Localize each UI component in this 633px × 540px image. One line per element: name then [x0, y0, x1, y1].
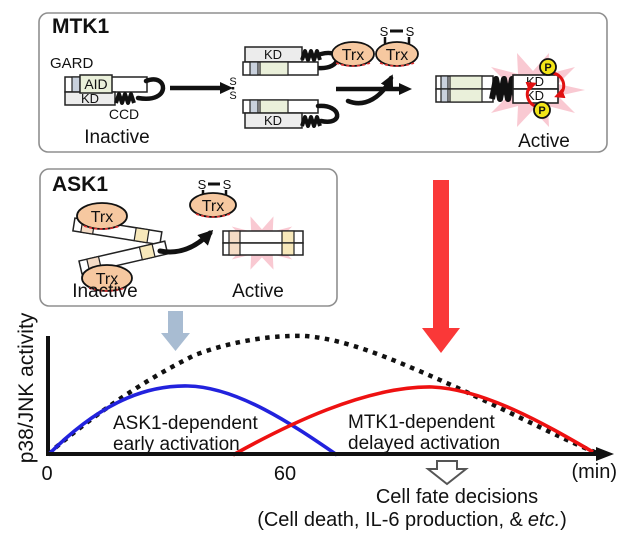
cell-fate-detail: (Cell death, IL-6 production, &etc.) [257, 509, 567, 531]
disulfide-s-label: S [229, 76, 236, 88]
ss-s-label: S [380, 24, 389, 39]
step-arrow-head-icon [220, 82, 233, 94]
ss-s-label: S [198, 177, 207, 192]
mtk1-panel [38, 12, 608, 153]
total-activity-curve [46, 333, 598, 456]
gray-down-arrow-icon [161, 311, 190, 351]
trx-cysteine-underline-icon [379, 62, 415, 67]
aid-segment [259, 61, 289, 76]
phospho-label: P [538, 105, 545, 117]
gard-segment [249, 61, 259, 76]
x-axis-arrow-head-icon [596, 447, 614, 461]
aid-domain-box [79, 74, 113, 94]
mtk1-active-label: Active [518, 131, 570, 152]
phospho-badge [533, 101, 551, 119]
ccd-coil-icon [489, 76, 519, 102]
cell-fate-detail-etc: etc. [528, 509, 560, 531]
ask1-trx-release: S S Trx [157, 177, 237, 255]
ask1-bar-peach-segment [228, 230, 241, 244]
trx-cysteine-underline-icon [83, 225, 121, 230]
disulfide-s-label: S [229, 90, 236, 102]
gard-label: GARD [50, 55, 94, 72]
ask1-activity-curve [46, 384, 339, 457]
kd-label: KD [81, 91, 99, 106]
mtk1-active-complex: KD KD P P [435, 53, 585, 127]
ccd-label: CCD [109, 106, 139, 122]
ask1-panel-title: ASK1 [52, 173, 108, 196]
trx-label: Trx [386, 47, 409, 64]
gard-segment [440, 75, 449, 90]
cell-fate-detail-pre: (Cell death, IL-6 production, & [257, 509, 523, 531]
ccd-coil-icon [114, 92, 136, 105]
ccd-coil-icon [300, 49, 322, 62]
aid-segment [449, 75, 483, 90]
kd-label: KD [264, 113, 282, 128]
mtk1-panel-title: MTK1 [52, 15, 109, 38]
trx-cysteine-underline-icon [88, 287, 126, 292]
trx-cysteine-underline-icon [335, 62, 371, 67]
trx-label: Trx [91, 209, 114, 226]
x-axis-unit-label: (min) [571, 461, 617, 483]
autoinhibition-loop-icon [315, 103, 340, 124]
gard-segment [71, 76, 81, 93]
aid-segment [259, 99, 289, 114]
ask1-bar-cream-segment [281, 242, 295, 256]
trx-label: Trx [342, 47, 365, 64]
x-tick-60: 60 [274, 463, 296, 485]
ss-s-label: S [406, 24, 415, 39]
mtk1-curve-annotation-line2: delayed activation [348, 433, 500, 454]
trx-cysteine-underline-icon [195, 213, 231, 218]
mtk1-dimer: KD S S KD [229, 46, 340, 129]
ss-s-label: S [223, 177, 232, 192]
ask1-bar-cream-segment [133, 227, 150, 244]
ask1-active-label: Active [232, 281, 284, 302]
ask1-inactive-complex: Trx Trx [72, 202, 169, 292]
y-axis-label: p38/JNK activity [15, 312, 38, 463]
transphosphorylation-arrow-icon [552, 71, 566, 99]
aid-label: AID [84, 76, 107, 92]
phospho-badge [539, 58, 557, 76]
mtk1-curve-annotation-line1: MTK1-dependent [348, 412, 496, 433]
x-tick-0: 0 [41, 463, 52, 485]
reaction-arrow-head-icon [399, 83, 412, 95]
aid-segment [449, 88, 483, 103]
mtk1-activity-curve [232, 385, 594, 457]
outline-down-arrow-icon [425, 460, 469, 486]
phospho-label: P [544, 62, 551, 74]
ask1-bar-cream-segment [138, 243, 156, 261]
kd-label: KD [264, 47, 282, 62]
trx-release-arrow-icon [345, 74, 394, 106]
trx-label: Trx [202, 198, 225, 215]
cell-fate-detail-post: ) [560, 509, 567, 531]
red-down-arrow-icon [422, 180, 460, 353]
trx-release-arrow-icon [157, 229, 214, 255]
gard-segment [249, 99, 259, 114]
ask1-inactive-label: Inactive [72, 281, 137, 302]
mtk1-trx-exchange: Trx S S Trx [331, 24, 419, 106]
cell-fate-title: Cell fate decisions [376, 486, 538, 508]
trx-label: Trx [96, 271, 119, 288]
ask1-curve-annotation-line1: ASK1-dependent [113, 413, 258, 434]
gard-segment [440, 88, 449, 103]
ask1-bar-cream-segment [281, 230, 295, 244]
ask1-curve-annotation-line2: early activation [113, 434, 240, 455]
ccd-coil-icon [300, 115, 322, 128]
mtk1-inactive-label: Inactive [84, 127, 149, 148]
autoinhibition-loop-icon [135, 77, 166, 101]
ask1-bar-peach-segment [228, 242, 241, 256]
kd-label: KD [526, 88, 544, 103]
ask1-active-complex [222, 216, 304, 270]
